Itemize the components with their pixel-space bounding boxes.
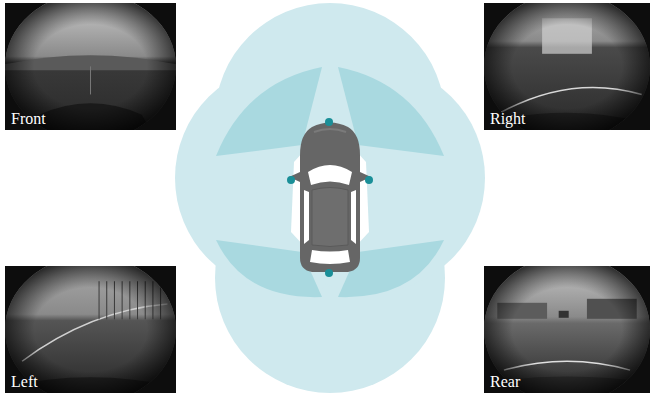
car-top-view [289,123,371,273]
view-label: Front [9,110,48,128]
camera-dot [325,118,333,126]
camera-fields [175,3,485,393]
view-label: Left [9,373,40,391]
camera-dot [325,269,333,277]
camera-dots [287,118,373,277]
view-label: Rear [488,373,522,391]
camera-view: Left [5,266,176,393]
camera-dot [287,176,295,184]
camera-view: Front [5,3,176,130]
view-label: Right [488,110,528,128]
camera-view: Rear [484,266,650,393]
blind-area [291,122,369,274]
overlap-zones [216,67,444,297]
camera-dot [365,176,373,184]
camera-view: Right [484,3,650,130]
